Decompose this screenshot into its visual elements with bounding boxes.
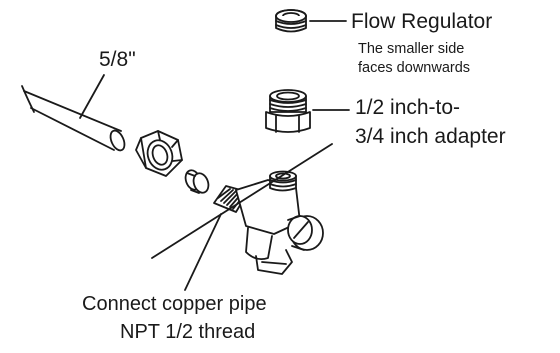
regulator-note-line-1: The smaller side: [358, 41, 464, 57]
adapter-label-line-1: 1/2 inch-to-: [355, 96, 460, 119]
adapter-label-line-2: 3/4 inch adapter: [355, 125, 506, 148]
assembly-guide-line: [151, 143, 333, 259]
thread-leader-line: [184, 213, 222, 291]
flow-regulator-part: [275, 9, 307, 33]
adapter-part: [265, 89, 311, 133]
copper-pipe-part: [21, 85, 126, 152]
ferrule-part: [184, 169, 210, 194]
regulator-note-line-2: faces downwards: [358, 60, 470, 76]
pipe-size-leader-line: [79, 74, 105, 119]
pipe-size-label: 5/8": [99, 48, 136, 71]
compression-nut-part: [135, 130, 183, 177]
angle-valve-part: [213, 170, 324, 275]
connect-label-line-2: NPT 1/2 thread: [120, 321, 255, 343]
connect-label-line-1: Connect copper pipe: [82, 293, 267, 315]
flow-regulator-label: Flow Regulator: [351, 10, 492, 33]
